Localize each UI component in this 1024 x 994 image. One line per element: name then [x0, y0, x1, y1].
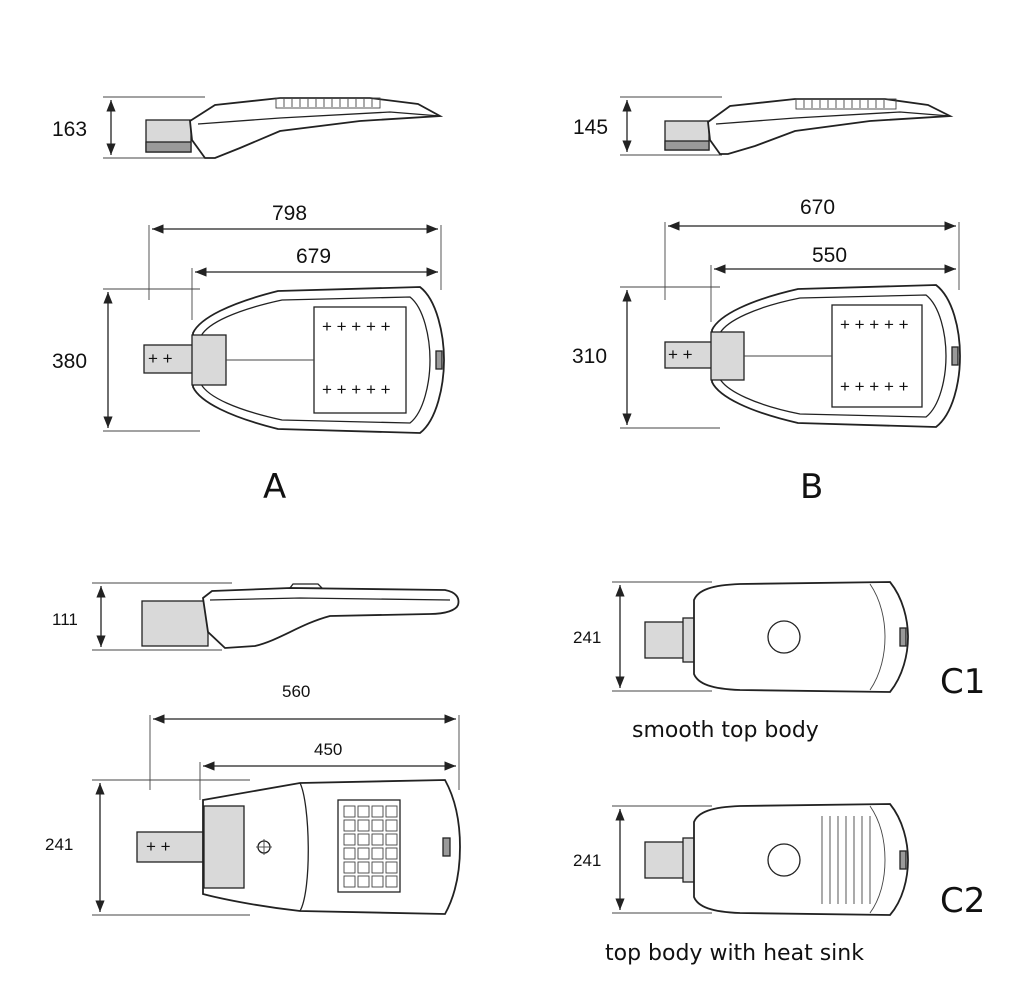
variant-a-body-length-dim: 679 [296, 245, 331, 268]
svg-text:+ + + + +: + + + + + [322, 380, 391, 399]
variant-b-height-dim: 145 [573, 116, 608, 139]
svg-text:+ + + + +: + + + + + [840, 377, 909, 396]
svg-text:+ +: + + [148, 349, 173, 368]
variant-c-width-dim: 241 [45, 835, 73, 854]
variant-c-height-dim: 111 [52, 610, 78, 629]
variant-a-heat-sink-fins [283, 99, 373, 107]
variant-c2-label: C2 [940, 881, 985, 921]
variant-a-top-view: 798 679 380 + + + + + + + + + + + + [52, 202, 445, 434]
variant-c1-width-dim: 241 [573, 628, 601, 647]
variant-b-heat-sink-fins [803, 100, 885, 108]
variant-a-side-view: 163 [52, 96, 444, 159]
variant-c2-group: 241 C2 top body with heat sink [573, 803, 985, 966]
variant-c1-label: C1 [940, 662, 985, 702]
variant-c-group: 111 560 450 241 + + [45, 582, 461, 916]
svg-text:+ +: + + [668, 345, 693, 364]
variant-a-width-dim: 380 [52, 350, 87, 373]
svg-text:+ + + + +: + + + + + [840, 315, 909, 334]
variant-c-top-view: 560 450 241 + + [45, 682, 461, 916]
variant-c-led-array [337, 799, 401, 893]
variant-c2-heat-sink-fins [821, 816, 871, 904]
variant-a-group: 163 798 679 [52, 96, 445, 507]
svg-text:+ +: + + [146, 837, 171, 856]
variant-b-label: B [800, 467, 823, 507]
variant-c1-group: 241 C1 smooth top body [573, 581, 985, 743]
variant-c2-caption: top body with heat sink [605, 941, 864, 966]
variant-b-width-dim: 310 [572, 345, 607, 368]
variant-b-overall-length-dim: 670 [800, 196, 835, 219]
variant-c-side-view: 111 [52, 582, 460, 651]
variant-c-overall-length-dim: 560 [282, 682, 310, 701]
variant-a-height-dim: 163 [52, 118, 87, 141]
svg-text:+ + + + +: + + + + + [322, 317, 391, 336]
variant-c-body-length-dim: 450 [314, 740, 342, 759]
variant-b-body-length-dim: 550 [812, 244, 847, 267]
variant-a-label: A [263, 467, 286, 507]
variant-c1-caption: smooth top body [632, 718, 819, 743]
variant-b-side-view: 145 [573, 96, 954, 156]
variant-b-top-view: 670 550 310 + + + + + + + + + + + + [572, 196, 961, 429]
variant-c2-width-dim: 241 [573, 851, 601, 870]
variant-a-overall-length-dim: 798 [272, 202, 307, 225]
variant-b-group: 145 670 550 [572, 96, 961, 507]
